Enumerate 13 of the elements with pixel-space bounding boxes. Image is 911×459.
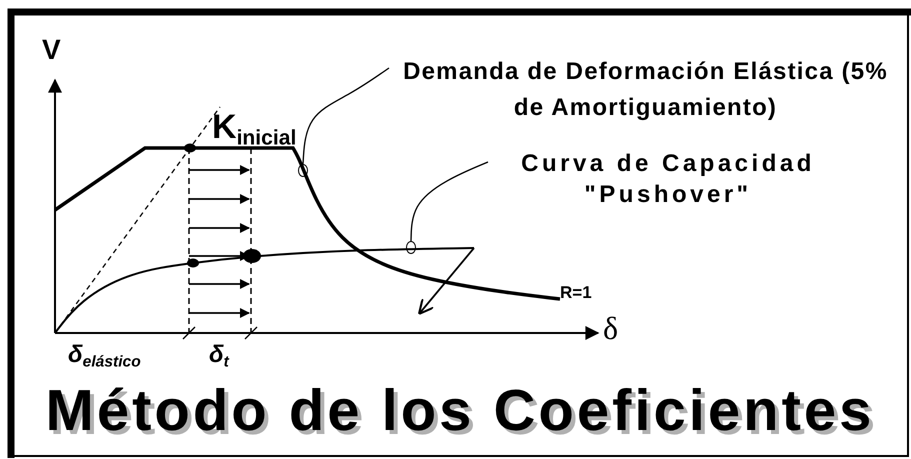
leader-line [302, 67, 390, 164]
stiffness-label: K$_{inicial}$ [212, 110, 296, 148]
title: Método de los Coeficientes [44, 382, 876, 440]
axis-label: δ [603, 312, 618, 344]
axis-label: V [42, 36, 61, 64]
dimension-label: δ$_{t}$ [209, 343, 229, 370]
leader-line [410, 161, 488, 242]
curve-label: R=1 [560, 284, 592, 301]
marker-circle [406, 241, 416, 254]
dimension-label: δ$_{elástico}$ [68, 343, 141, 370]
callout-text: Curva de Capacidad "Pushover" [520, 149, 816, 210]
callout-text: Demanda de Deformación Elástica (5% de Amortiguamiento) [402, 57, 889, 123]
marker-circle [298, 164, 308, 177]
